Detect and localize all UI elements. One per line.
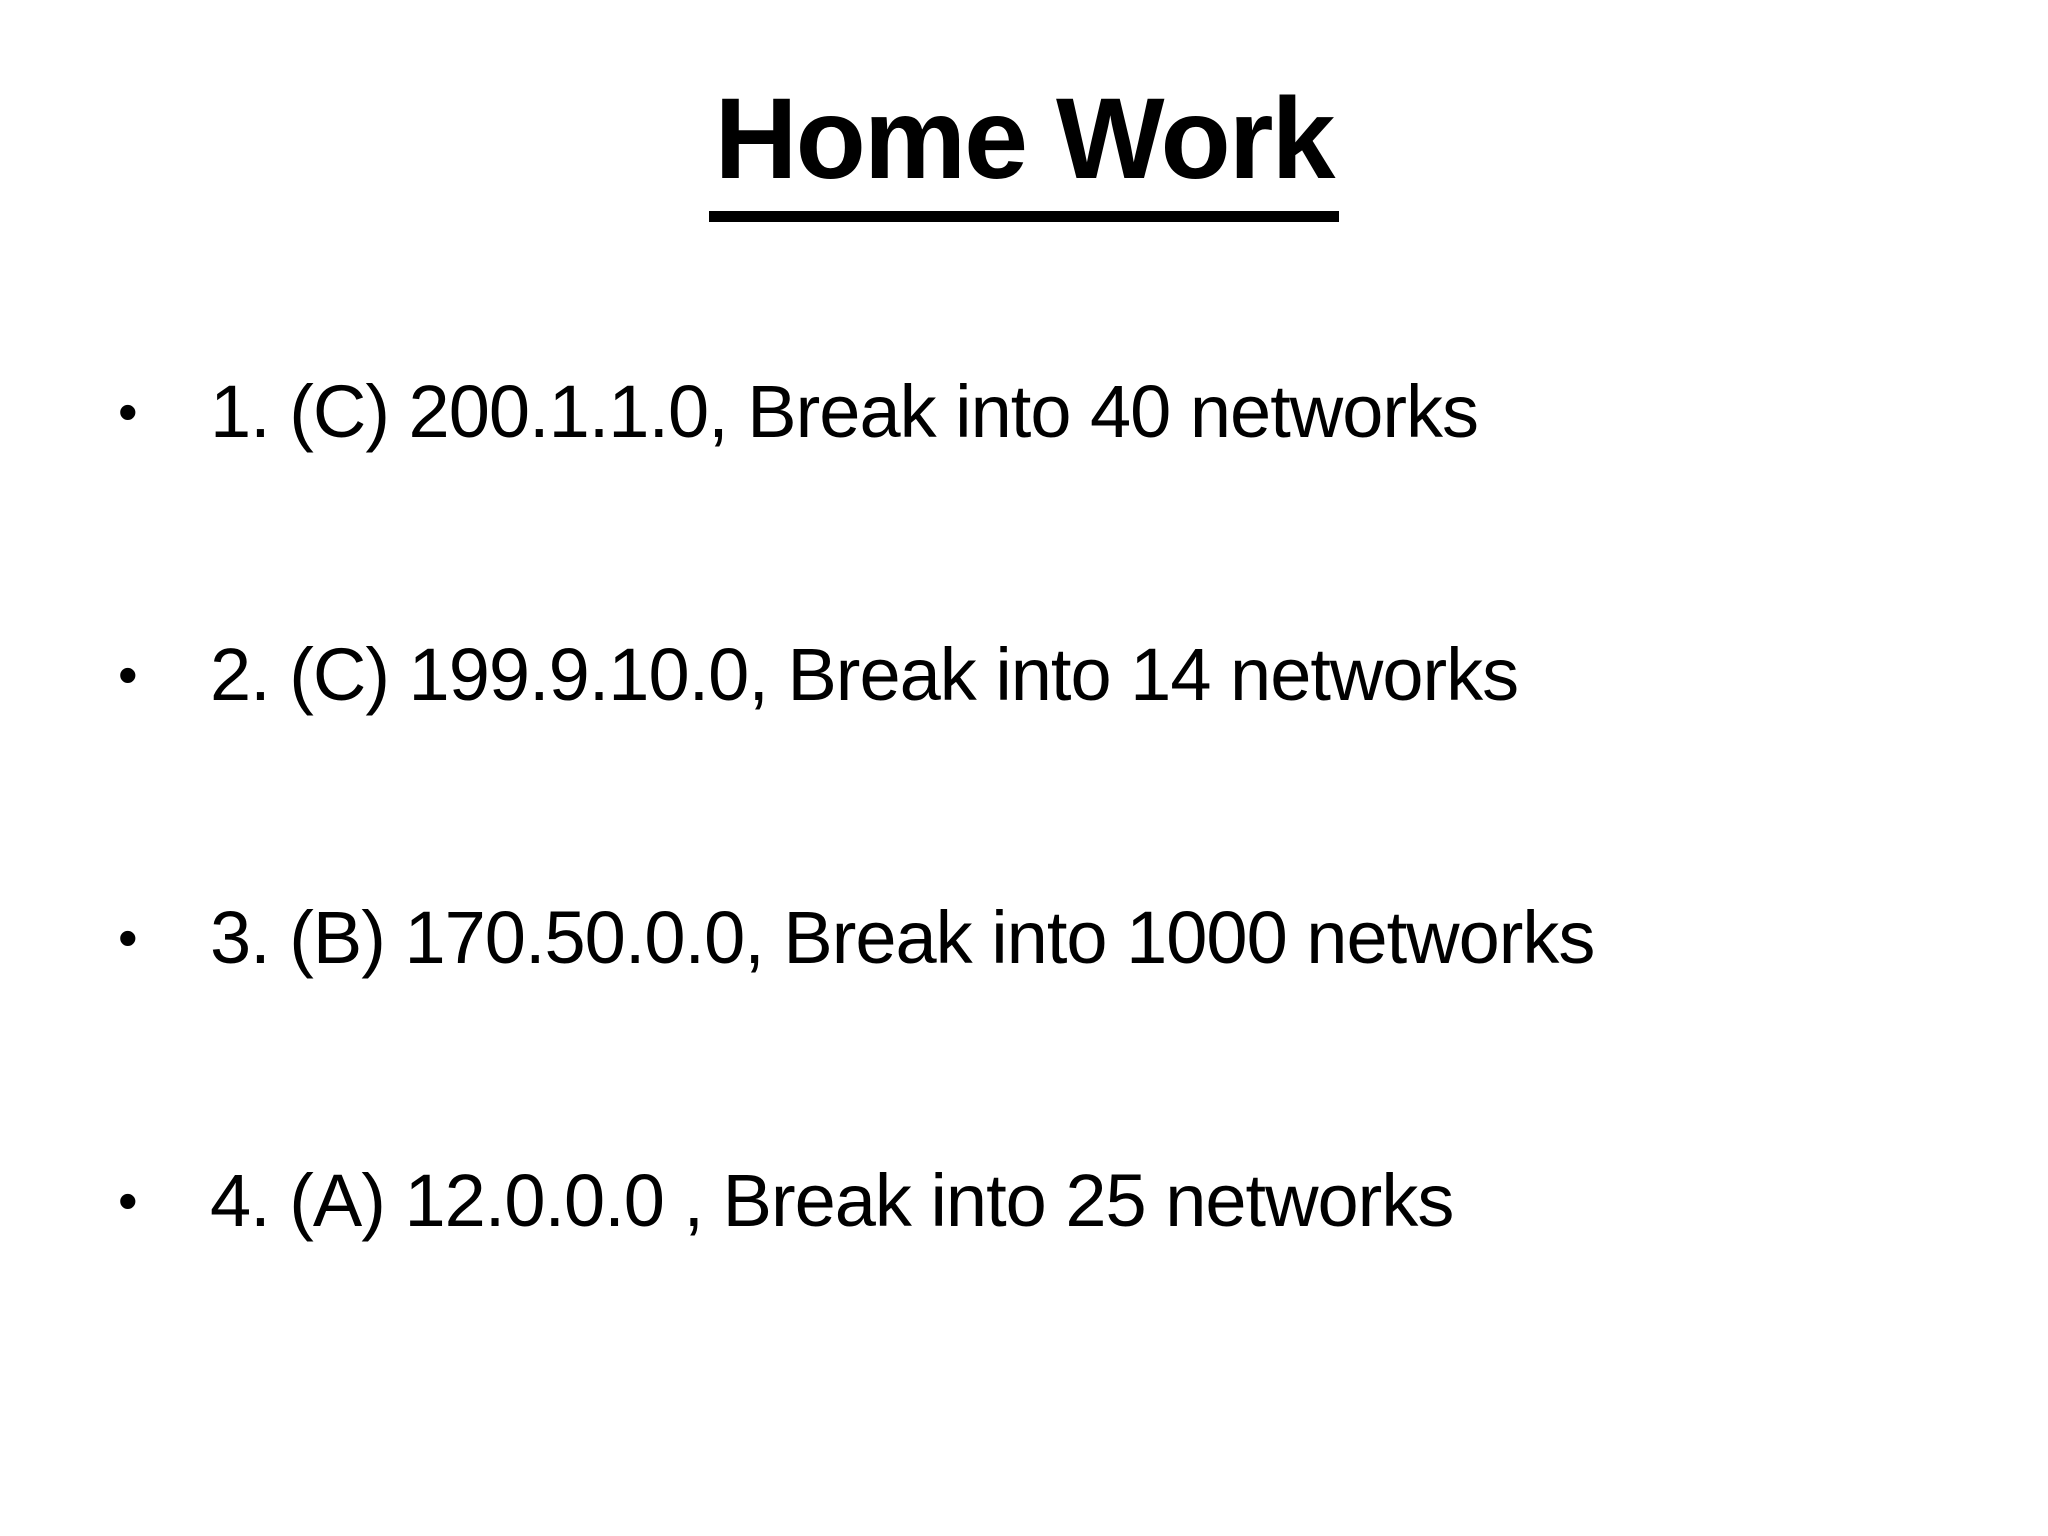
list-item: • 4. (A) 12.0.0.0 , Break into 25 networ… <box>118 1161 2048 1241</box>
bullet-text: 1. (C) 200.1.1.0, Break into 40 networks <box>210 370 1479 453</box>
slide-title-text: Home Work <box>708 82 1340 222</box>
list-item: • 2. (C) 199.9.10.0, Break into 14 netwo… <box>118 635 2048 715</box>
bullet-dot-icon: • <box>118 380 138 443</box>
bullet-text: 4. (A) 12.0.0.0 , Break into 25 networks <box>210 1159 1454 1242</box>
bullet-list: • 1. (C) 200.1.1.0, Break into 40 networ… <box>0 372 2048 1241</box>
bullet-text: 3. (B) 170.50.0.0, Break into 1000 netwo… <box>210 896 1595 979</box>
list-item: • 3. (B) 170.50.0.0, Break into 1000 net… <box>118 898 2048 978</box>
list-item: • 1. (C) 200.1.1.0, Break into 40 networ… <box>118 372 2048 452</box>
slide-title: Home Work <box>0 0 2048 222</box>
bullet-dot-icon: • <box>118 643 138 706</box>
bullet-dot-icon: • <box>118 906 138 969</box>
bullet-dot-icon: • <box>118 1169 138 1232</box>
bullet-text: 2. (C) 199.9.10.0, Break into 14 network… <box>210 633 1519 716</box>
